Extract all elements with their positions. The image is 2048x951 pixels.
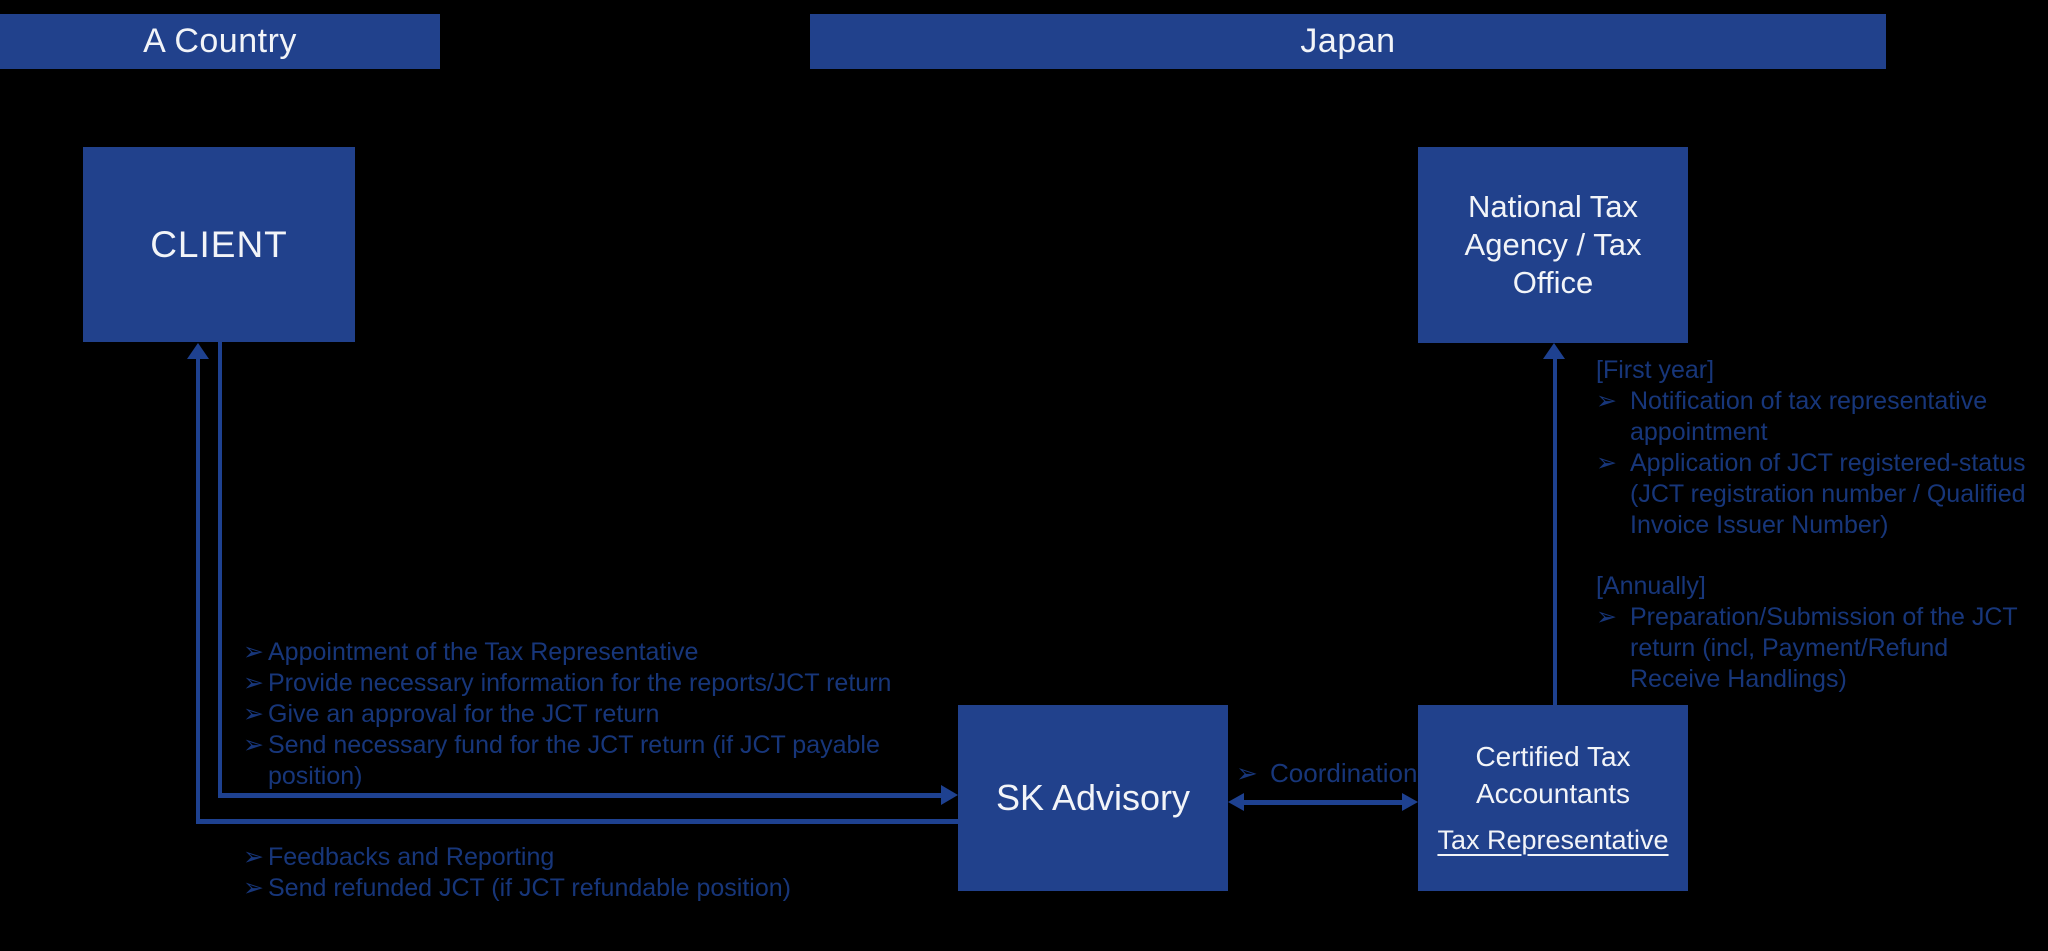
sk-to-client-line-vertical — [196, 358, 200, 822]
coordination-text: Coordination — [1270, 758, 1418, 788]
region-label-japan: Japan — [1300, 22, 1396, 60]
national-tax-box-line: National Tax — [1467, 189, 1639, 224]
coordination-arrow-shaft — [1242, 800, 1402, 805]
note-line: return (incl, Payment/Refund — [1630, 634, 1949, 662]
bullet-arrow-icon: ➢ — [243, 638, 264, 666]
client-box: CLIENT — [83, 147, 355, 342]
sk-to-client-arrowhead-icon — [187, 343, 209, 359]
list-item: ➢ Application of JCT registered-status (… — [1596, 448, 2026, 541]
client-to-sk-arrowhead-icon — [941, 785, 958, 805]
list-item: ➢ Give an approval for the JCT return — [243, 699, 973, 730]
tax-representative-label: Tax Representative — [1437, 824, 1669, 855]
certified-to-nta-line — [1553, 358, 1557, 705]
note-line: Notification of tax representative — [1630, 387, 1988, 415]
sk-to-client-notes: ➢ Feedbacks and Reporting ➢ Send refunde… — [243, 842, 973, 904]
note-line: Preparation/Submission of the JCT — [1630, 603, 2018, 631]
sk-advisory-box: SK Advisory — [958, 705, 1228, 891]
sk-advisory-box-label: SK Advisory — [995, 777, 1191, 818]
note-line: Send refunded JCT (if JCT refundable pos… — [268, 874, 791, 902]
bullet-arrow-icon: ➢ — [243, 700, 264, 728]
bullet-arrow-icon: ➢ — [243, 731, 264, 759]
note-line: Invoice Issuer Number) — [1630, 511, 1889, 539]
bullet-arrow-icon: ➢ — [1596, 387, 1617, 415]
note-line: appointment — [1630, 418, 1768, 446]
national-tax-box-line: Agency / Tax — [1464, 227, 1642, 262]
certified-tax-accountants-box: Certified Tax Accountants Tax Representa… — [1418, 705, 1688, 891]
list-item: ➢ Notification of tax representative app… — [1596, 386, 2026, 448]
note-line: Receive Handlings) — [1630, 665, 1847, 693]
bullet-arrow-icon: ➢ — [243, 874, 264, 902]
certified-box-line: Certified Tax — [1475, 740, 1631, 772]
bullet-arrow-icon: ➢ — [1596, 449, 1617, 477]
note-line: Feedbacks and Reporting — [268, 843, 555, 871]
certified-box-line: Accountants — [1475, 777, 1631, 809]
bullet-arrow-icon: ➢ — [243, 843, 264, 871]
note-line: Send necessary fund for the JCT return (… — [268, 731, 880, 759]
client-to-sk-line-vertical — [218, 342, 222, 798]
list-item: ➢ Appointment of the Tax Representative — [243, 637, 973, 668]
note-line: (JCT registration number / Qualified — [1630, 480, 2026, 508]
national-tax-agency-box: National Tax Agency / Tax Office — [1418, 147, 1688, 343]
coordination-arrowhead-right-icon — [1402, 793, 1418, 811]
annually-label: [Annually] — [1596, 572, 1706, 600]
note-line: Application of JCT registered-status — [1630, 449, 2026, 477]
coordination-label: ➢ Coordination — [1236, 758, 1417, 788]
client-to-sk-notes: ➢ Appointment of the Tax Representative … — [243, 637, 973, 792]
list-item: ➢ Provide necessary information for the … — [243, 668, 973, 699]
note-line: Provide necessary information for the re… — [268, 669, 892, 697]
client-to-sk-line-horizontal — [218, 793, 941, 798]
client-box-label: CLIENT — [150, 223, 288, 265]
bullet-arrow-icon: ➢ — [243, 669, 264, 697]
bullet-arrow-icon: ➢ — [1596, 603, 1617, 631]
note-line: Appointment of the Tax Representative — [268, 638, 699, 666]
list-item: ➢ Feedbacks and Reporting — [243, 842, 973, 873]
coordination-arrowhead-left-icon — [1228, 793, 1244, 811]
region-bar-japan: Japan — [810, 14, 1886, 69]
list-item: ➢ Send necessary fund for the JCT return… — [243, 730, 973, 792]
region-bar-a-country: A Country — [0, 14, 440, 69]
certified-to-nta-arrowhead-icon — [1543, 343, 1565, 359]
note-line: Give an approval for the JCT return — [268, 700, 660, 728]
national-tax-box-line: Office — [1512, 265, 1594, 300]
list-item: ➢ Preparation/Submission of the JCT retu… — [1596, 602, 2026, 695]
tax-office-notes: [First year] ➢ Notification of tax repre… — [1596, 355, 2026, 695]
bullet-arrow-icon: ➢ — [1236, 758, 1258, 788]
sk-to-client-line-horizontal — [196, 819, 958, 824]
list-item: ➢ Send refunded JCT (if JCT refundable p… — [243, 873, 973, 904]
region-label-a-country: A Country — [143, 22, 297, 60]
note-line: position) — [268, 762, 363, 790]
first-year-label: [First year] — [1596, 356, 1715, 384]
